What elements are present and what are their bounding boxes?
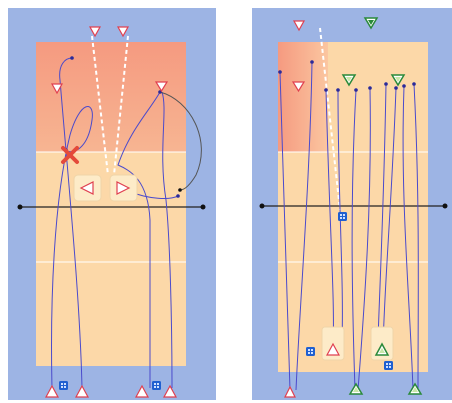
ball-icon — [59, 381, 68, 390]
movement-path — [295, 61, 313, 391]
defender-icon — [291, 81, 306, 93]
ball-icon — [152, 381, 161, 390]
defender-icon — [50, 83, 64, 95]
movement-path — [413, 83, 419, 391]
movement-path — [117, 91, 161, 389]
movement-path — [159, 91, 202, 191]
movement-path — [279, 71, 291, 391]
right-path-endpoints — [278, 60, 416, 92]
attacker-icon — [407, 382, 423, 395]
left-net-post — [200, 204, 206, 210]
defender-icon — [292, 20, 306, 32]
left-dashed-lane — [113, 35, 129, 176]
left-paths — [51, 57, 179, 389]
right-dashed-lane — [319, 27, 341, 211]
attacker-icon — [162, 384, 178, 398]
defender-icon — [116, 26, 130, 38]
left-diagram — [8, 8, 216, 400]
ball-icon — [384, 361, 393, 370]
attacker-icon — [44, 384, 60, 398]
movement-path — [402, 85, 414, 391]
ball-icon — [338, 212, 347, 221]
defender-icon — [88, 26, 102, 38]
attacker-icon — [284, 385, 296, 398]
right-diagram — [252, 8, 452, 400]
defender-icon — [363, 17, 379, 30]
movement-path — [351, 89, 357, 391]
movement-path — [161, 91, 173, 389]
attacker-icon — [74, 384, 90, 398]
cone-up-icon — [370, 326, 394, 361]
cone-up-icon — [321, 326, 345, 361]
right-net-post — [442, 203, 448, 209]
defender-icon — [341, 74, 357, 87]
attacker-icon — [134, 384, 150, 398]
right-paths — [279, 61, 419, 391]
movement-path — [377, 83, 387, 341]
ball-icon — [306, 347, 315, 356]
cone-left-icon — [73, 174, 102, 202]
cross-icon — [61, 146, 79, 164]
movement-path — [337, 89, 343, 341]
defender-icon — [154, 81, 169, 93]
right-net-post — [259, 203, 265, 209]
cone-right-icon — [109, 174, 138, 202]
right-attack-zone — [278, 42, 328, 152]
movement-path — [382, 87, 397, 351]
movement-path — [51, 106, 93, 389]
defender-icon — [390, 74, 406, 87]
movement-path — [357, 87, 371, 391]
left-net-post — [17, 204, 23, 210]
left-dashed-lane — [91, 35, 109, 176]
left-paths-gray — [159, 91, 202, 191]
attacker-icon — [348, 382, 364, 395]
